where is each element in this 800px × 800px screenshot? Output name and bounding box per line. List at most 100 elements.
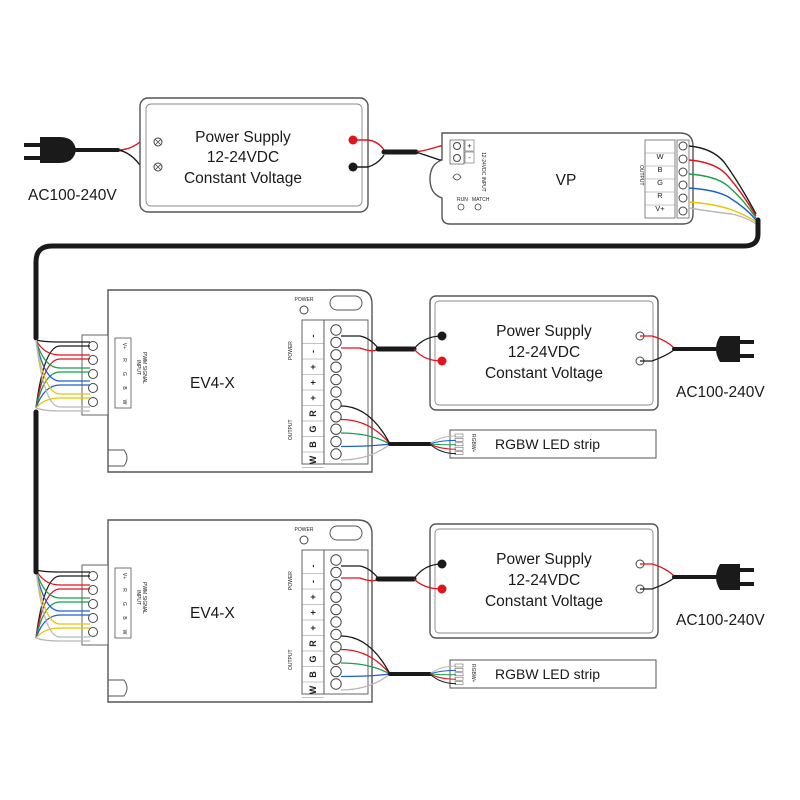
strip-pad-wire bbox=[429, 673, 457, 685]
output-screw-icon bbox=[330, 448, 342, 460]
daisy-wire bbox=[35, 358, 90, 409]
output-term: + bbox=[308, 610, 318, 615]
strip-wire bbox=[340, 432, 391, 445]
output-screw-icon bbox=[330, 554, 342, 566]
strip-pad-wire bbox=[429, 443, 457, 450]
ps-line3: Constant Voltage bbox=[485, 593, 603, 610]
power-supply-body bbox=[429, 295, 659, 411]
power-supply-inner bbox=[434, 528, 654, 634]
ps1-wire-black bbox=[353, 154, 385, 168]
vp-match-label: MATCH bbox=[472, 197, 490, 203]
ac-label: AC100-240V bbox=[676, 384, 765, 401]
ps-line1: Power Supply bbox=[496, 551, 592, 568]
strip-pad-icon bbox=[454, 442, 464, 447]
vp-output-term: R bbox=[657, 191, 663, 200]
output-term: B bbox=[308, 441, 318, 448]
mount-slot-icon bbox=[329, 295, 363, 311]
input-term: V+ bbox=[121, 573, 127, 579]
plug-prong-icon bbox=[740, 568, 754, 572]
output-term: - bbox=[308, 565, 318, 568]
strip-pad-icon bbox=[454, 451, 464, 455]
input-term: R bbox=[121, 588, 127, 592]
strip-pad-wire bbox=[429, 665, 457, 675]
strip-wire bbox=[340, 635, 391, 675]
input-term: B bbox=[121, 616, 127, 620]
input-label-block bbox=[114, 337, 132, 409]
vp-output-label: OUTPUT bbox=[638, 165, 644, 186]
ps1-line3: Constant Voltage bbox=[184, 170, 302, 187]
power-section-label: POWER bbox=[288, 341, 294, 360]
plug-prong-icon bbox=[740, 340, 754, 344]
input-label: INPUT bbox=[135, 360, 141, 375]
power-section-label: POWER bbox=[288, 571, 294, 590]
output-screw-icon bbox=[330, 324, 342, 336]
power-supply-inner bbox=[434, 300, 654, 406]
power-led-label: POWER bbox=[295, 527, 314, 533]
power-wire-red-ps bbox=[413, 348, 443, 362]
output-screw-icon bbox=[330, 361, 342, 373]
ps1-line1: Power Supply bbox=[195, 129, 291, 146]
run-indicator-icon bbox=[457, 203, 465, 211]
power-wire-red-ps bbox=[413, 578, 443, 590]
input-screw-icon bbox=[88, 397, 98, 407]
ac-label: AC100-240V bbox=[676, 612, 765, 629]
power-wire-black-ps bbox=[413, 335, 443, 350]
strip-pin-label: RGBW+ bbox=[470, 434, 476, 453]
power-supply-1: Power Supply 12-24VDC Constant Voltage bbox=[139, 97, 369, 213]
output-section-label: OUTPUT bbox=[288, 419, 294, 440]
vp-output-term: B bbox=[657, 165, 662, 174]
strip-pad-icon bbox=[454, 672, 464, 677]
vp-output-screw-icon bbox=[678, 193, 688, 203]
plug-prong-icon bbox=[740, 354, 754, 358]
output-term: - bbox=[308, 350, 318, 353]
strip-label: RGBW LED strip bbox=[495, 666, 600, 682]
output-term: R bbox=[308, 640, 318, 647]
input-term: R bbox=[121, 358, 127, 362]
output-screw-icon bbox=[330, 603, 342, 616]
output-term: + bbox=[308, 380, 318, 385]
amplifier-name: EV4-X bbox=[190, 375, 235, 392]
mount-slot-icon bbox=[108, 679, 128, 697]
vp-out-white bbox=[688, 207, 757, 225]
output-screw-icon bbox=[330, 591, 342, 603]
vp-input-term: + bbox=[467, 141, 472, 150]
match-button[interactable] bbox=[474, 203, 482, 211]
strip-wire bbox=[340, 405, 391, 445]
strip-pad-icon bbox=[454, 446, 464, 451]
ps-line2: 12-24VDC bbox=[508, 572, 580, 589]
output-screw-icon bbox=[330, 628, 342, 641]
ac-plug-icon-top bbox=[24, 137, 120, 163]
vp-output-screw-icon bbox=[678, 167, 688, 177]
ps-line1: Power Supply bbox=[496, 323, 592, 340]
ac-wire-black bbox=[640, 577, 675, 590]
strip-wire bbox=[340, 418, 391, 445]
strip-pad-icon bbox=[454, 668, 464, 672]
output-section-label: OUTPUT bbox=[288, 649, 294, 670]
output-screw-icon bbox=[330, 386, 342, 398]
vp-output-screw-icon bbox=[678, 141, 688, 151]
daisy-wire bbox=[35, 384, 90, 409]
input-term: B bbox=[121, 386, 127, 390]
strip-pad-wire bbox=[429, 669, 457, 675]
vp-in-black bbox=[415, 151, 455, 161]
ac-wire-black bbox=[640, 349, 675, 362]
power-led-icon bbox=[299, 535, 309, 545]
power-supply-body bbox=[429, 523, 659, 639]
pwm-signal-label: PWM SIGNAL bbox=[141, 582, 147, 614]
strip-wire bbox=[340, 673, 391, 691]
output-term: G bbox=[308, 425, 318, 432]
ac-wire-red bbox=[640, 335, 675, 349]
vp-run-label: RUN bbox=[457, 197, 468, 203]
input-wire bbox=[35, 339, 90, 343]
strip-pin-label: RGBW+ bbox=[470, 664, 476, 683]
power-wire-black-ps bbox=[413, 563, 443, 580]
input-screw-icon bbox=[88, 585, 98, 595]
strip-pad-icon bbox=[454, 663, 464, 668]
ps-line2: 12-24VDC bbox=[508, 344, 580, 361]
ev4x-amplifier-2: POWEREV4-XWBGR+++--POWEROUTPUTV+RGBWINPU… bbox=[35, 519, 373, 703]
signal-icon bbox=[452, 173, 462, 181]
daisy-wire bbox=[35, 601, 90, 639]
power-wire-black bbox=[341, 335, 379, 349]
vp-output-term: W bbox=[656, 152, 664, 161]
ac-label-top: AC100-240V bbox=[28, 187, 117, 204]
